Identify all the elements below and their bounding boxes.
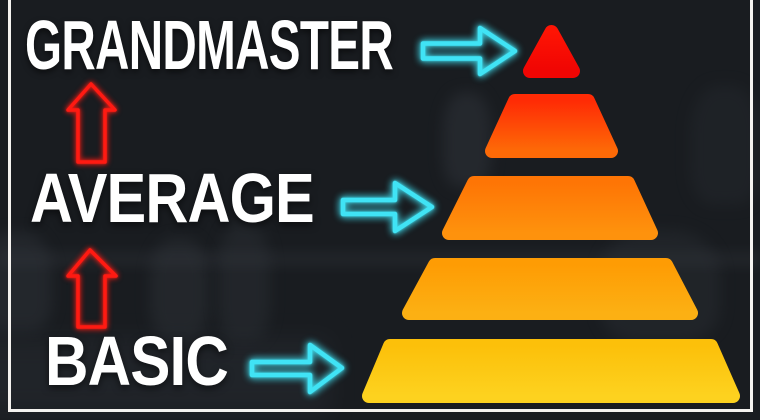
- level-label-average: AVERAGE: [30, 159, 315, 237]
- up-arrow-icon-top: [66, 82, 117, 164]
- chess-piece-silhouette: [443, 92, 491, 187]
- up-arrow-icon-bottom: [66, 248, 118, 329]
- right-arrow-icon-basic: [249, 342, 345, 395]
- pyramid-tier-3: [442, 176, 658, 240]
- level-label-grandmaster: GRANDMASTER: [25, 6, 394, 84]
- pyramid-tier-peak: [523, 25, 580, 78]
- chess-piece-silhouette: [218, 222, 270, 340]
- right-arrow-icon-average: [340, 180, 435, 234]
- chess-piece-silhouette: [690, 85, 760, 205]
- right-arrow-icon-grandmaster: [420, 25, 518, 77]
- pyramid-tier-5: [362, 339, 740, 403]
- pyramid-tier-2: [485, 94, 618, 158]
- chess-piece-silhouette: [150, 238, 208, 338]
- pyramid-tier-4: [402, 258, 698, 320]
- level-label-basic: BASIC: [45, 322, 229, 400]
